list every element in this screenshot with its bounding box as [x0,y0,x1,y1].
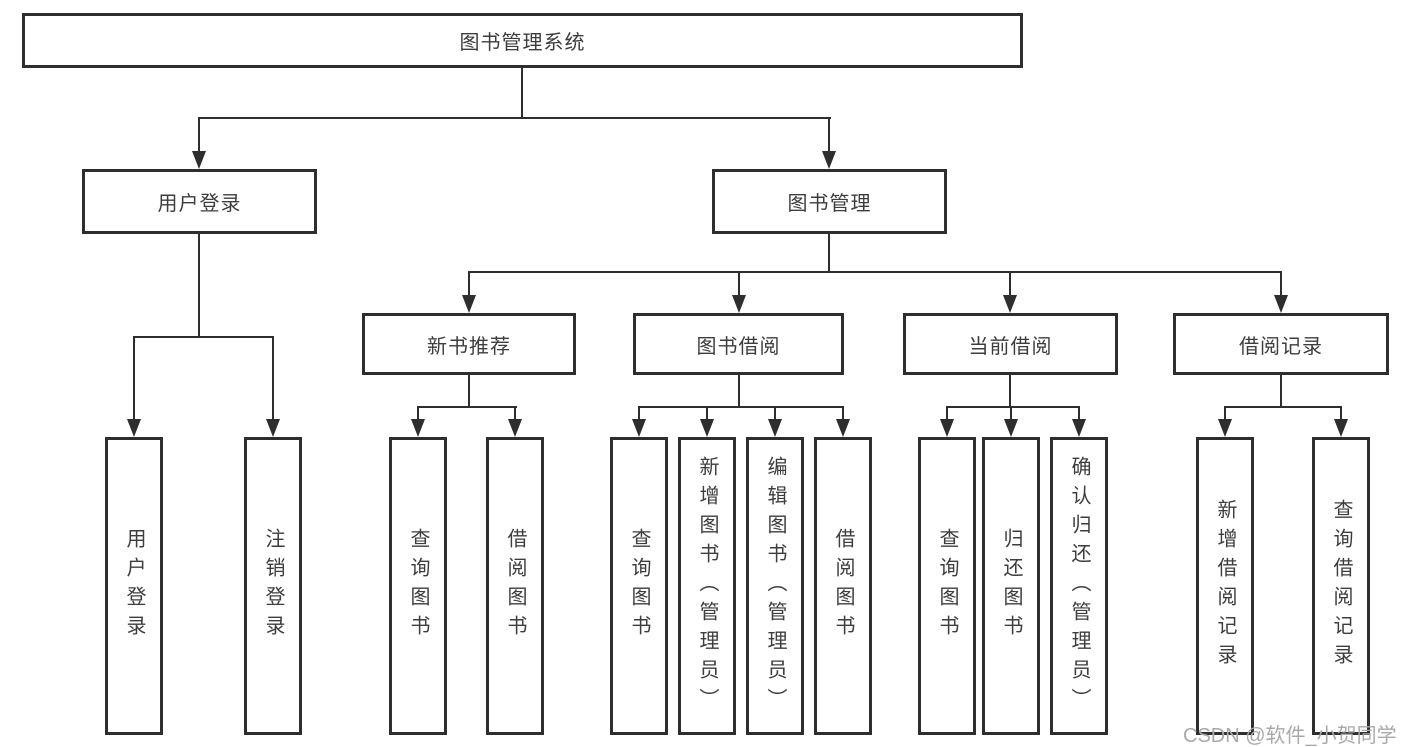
connector-line [514,406,516,421]
connector-line [706,406,708,421]
node-label: 查询借阅记录 [1330,499,1352,673]
connector-line [738,375,740,408]
node-borrow-books-leaf: 借阅图书 [814,437,872,735]
node-query-books-current: 查询图书 [918,437,976,735]
arrowhead [632,419,646,437]
connector-line [417,406,517,408]
node-query-borrow-record: 查询借阅记录 [1312,437,1370,735]
watermark: CSDN @软件_小贺同学 [1183,725,1397,747]
connector-line [1224,406,1342,408]
arrowhead [411,419,425,437]
connector-line [946,406,1080,408]
connector-line [638,406,844,408]
connector-line [1224,406,1226,421]
arrowhead [822,151,836,169]
arrowhead [768,419,782,437]
node-logout-leaf: 注销登录 [244,437,302,735]
connector-line [842,406,844,421]
arrowhead [192,151,206,169]
connector-line [1009,271,1011,297]
node-book-management: 图书管理 [712,169,947,234]
node-add-borrow-record: 新增借阅记录 [1196,437,1254,735]
connector-line [1010,406,1012,421]
arrowhead [1218,419,1232,437]
connector-line [774,406,776,421]
connector-line [198,117,831,119]
arrowhead [1072,419,1086,437]
arrowhead [127,419,141,437]
arrowhead [1334,419,1348,437]
connector-line [272,336,274,421]
node-return-books: 归还图书 [982,437,1040,735]
arrowhead [462,295,476,313]
connector-line [468,271,1282,273]
node-label: 借阅图书 [832,528,854,644]
arrowhead [732,295,746,313]
node-confirm-return-admin: 确认归还（管理员） [1050,437,1108,735]
connector-line [417,406,419,421]
node-new-book-recommend: 新书推荐 [362,313,576,375]
node-current-borrow: 当前借阅 [903,313,1118,375]
node-library-management-system: 图书管理系统 [22,13,1023,68]
connector-line [468,375,470,408]
arrowhead [508,419,522,437]
arrowhead [940,419,954,437]
connector-line [828,234,830,273]
node-borrow-books-newbook: 借阅图书 [486,437,544,735]
node-edit-books-admin: 编辑图书（管理员） [746,437,804,735]
connector-line [946,406,948,421]
connector-line [1009,375,1011,408]
arrowhead [836,419,850,437]
connector-line [133,336,274,338]
connector-line [1340,406,1342,421]
node-query-books-borrow: 查询图书 [610,437,668,735]
connector-line [521,68,523,118]
node-label: 借阅图书 [504,528,526,644]
arrowhead [700,419,714,437]
arrowhead [1004,419,1018,437]
node-add-books-admin: 新增图书（管理员） [678,437,736,735]
connector-line [468,271,470,297]
node-label: 查询图书 [628,528,650,644]
connector-line [198,234,200,338]
node-label: 查询图书 [936,528,958,644]
connector-line [1078,406,1080,421]
node-query-books-newbook: 查询图书 [389,437,447,735]
node-label: 新增借阅记录 [1214,499,1236,673]
node-book-borrow: 图书借阅 [633,313,844,375]
connector-line [828,117,830,153]
node-label: 用户登录 [123,528,145,644]
connector-line [133,336,135,421]
connector-line [1280,271,1282,297]
node-user-login-leaf: 用户登录 [105,437,163,735]
node-borrow-records: 借阅记录 [1173,313,1389,375]
node-label: 确认归还（管理员） [1068,455,1090,717]
connector-line [198,117,200,153]
node-label: 注销登录 [262,528,284,644]
node-label: 归还图书 [1000,528,1022,644]
arrowhead [266,419,280,437]
connector-line [1280,375,1282,408]
arrowhead [1274,295,1288,313]
arrowhead [1003,295,1017,313]
node-user-login: 用户登录 [82,169,317,234]
node-label: 编辑图书（管理员） [764,455,786,717]
connector-line [738,271,740,297]
node-label: 新增图书（管理员） [696,455,718,717]
node-label: 查询图书 [407,528,429,644]
connector-line [638,406,640,421]
